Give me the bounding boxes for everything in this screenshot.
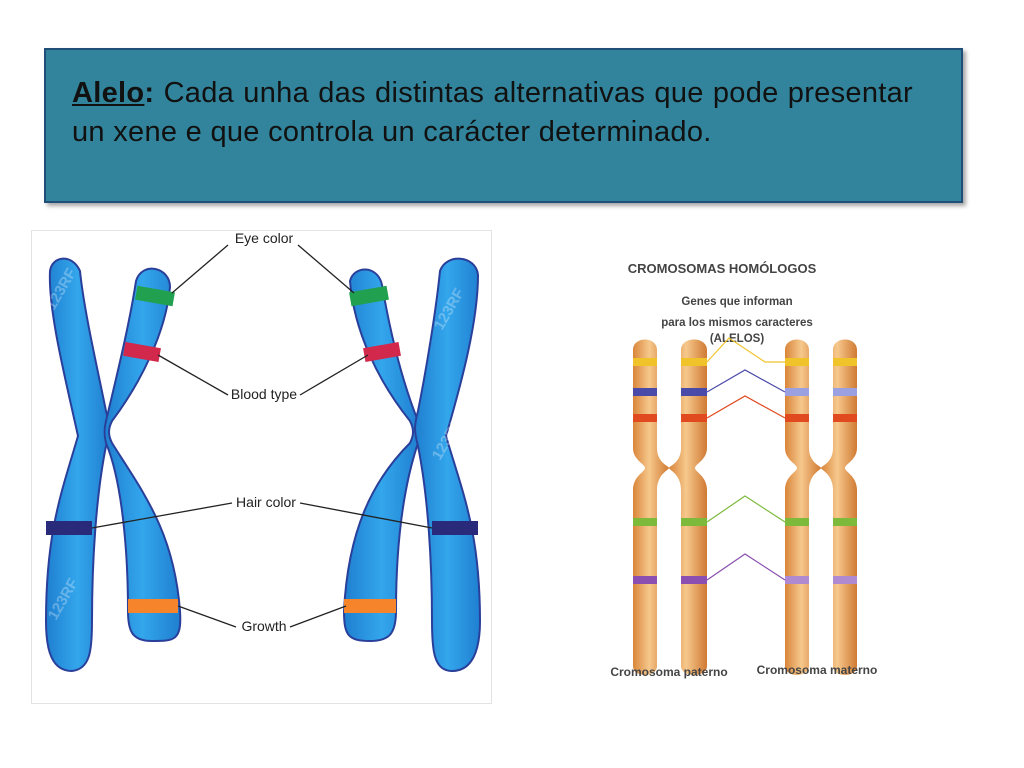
definition-body: Cada unha das distintas alternativas que…	[72, 77, 913, 148]
paternal-band-blue-2	[681, 388, 707, 396]
pointer-growth-right	[289, 605, 347, 628]
band-growth-left	[128, 599, 178, 613]
allele-connectors	[706, 337, 786, 581]
labeled-chromosome-svg: Eye color Blood type Hair color Growth 1…	[43, 230, 482, 673]
paternal-bands	[633, 358, 707, 584]
paternal-band-green-2	[681, 518, 707, 526]
label-hair-color: Hair color	[236, 494, 296, 510]
paternal-band-blue	[633, 388, 657, 396]
chromosome-right	[342, 257, 482, 673]
label-blood-type: Blood type	[231, 386, 297, 402]
definition-colon: :	[144, 77, 155, 109]
connector-red	[706, 395, 786, 419]
maternal-band-green-2	[833, 518, 857, 526]
paternal-band-purple	[633, 576, 657, 584]
pointer-blood-left	[157, 354, 229, 396]
maternal-band-blue-2	[833, 388, 857, 396]
pointer-lines	[91, 244, 433, 628]
band-blood-type-left	[123, 341, 161, 363]
right-subtitle-2: para los mismos caracteres	[661, 317, 813, 329]
definition-term: Alelo	[72, 77, 145, 109]
pointer-eye-right	[297, 244, 355, 294]
maternal-band-red-2	[833, 414, 857, 422]
right-subtitle-3: (ALELOS)	[710, 333, 764, 345]
homologous-chromosomes-diagram: CROMOSOMAS HOMÓLOGOS Genes que informan …	[597, 238, 887, 688]
pointer-hair-left	[91, 502, 233, 529]
maternal-chromosome	[785, 339, 857, 675]
band-hair-color-left	[46, 521, 92, 535]
chromatid-left-outer	[44, 257, 110, 673]
maternal-band-purple	[785, 576, 809, 584]
maternal-band-red	[785, 414, 809, 422]
paternal-chromatid-left	[633, 339, 669, 675]
paternal-band-red	[633, 414, 657, 422]
label-maternal: Cromosoma materno	[757, 663, 878, 677]
maternal-band-green	[785, 518, 809, 526]
homologous-chromosomes-svg: CROMOSOMAS HOMÓLOGOS Genes que informan …	[610, 261, 878, 679]
chromosome-left	[44, 257, 182, 673]
label-eye-color: Eye color	[235, 231, 294, 246]
right-subtitle-1: Genes que informan	[681, 296, 792, 308]
maternal-band-yellow-2	[833, 358, 857, 366]
definition-text: Alelo: Cada unha das distintas alternati…	[72, 74, 913, 152]
band-blood-type-right	[363, 341, 401, 363]
connector-green	[706, 495, 786, 523]
paternal-band-yellow	[633, 358, 657, 366]
labeled-chromosome-diagram: Eye color Blood type Hair color Growth 1…	[31, 230, 492, 704]
maternal-band-blue	[785, 388, 809, 396]
pointer-growth-left	[177, 605, 237, 628]
definition-box: Alelo: Cada unha das distintas alternati…	[44, 48, 963, 203]
paternal-chromatid-right	[669, 339, 707, 675]
connector-purple	[706, 553, 786, 581]
maternal-band-purple-2	[833, 576, 857, 584]
pointer-blood-right	[299, 354, 369, 396]
paternal-chromosome	[633, 339, 707, 675]
paternal-band-purple-2	[681, 576, 707, 584]
maternal-band-yellow	[785, 358, 809, 366]
connector-blue	[706, 369, 786, 393]
connector-yellow	[706, 337, 785, 363]
paternal-band-green	[633, 518, 657, 526]
pointer-hair-right	[299, 502, 433, 529]
chromatid-left-inner	[103, 267, 182, 643]
pointer-eye-left	[171, 244, 229, 294]
band-eye-color-left	[135, 285, 175, 307]
maternal-chromatid-left	[785, 339, 821, 675]
band-eye-color-right	[349, 285, 389, 307]
right-title: CROMOSOMAS HOMÓLOGOS	[628, 261, 817, 276]
paternal-band-yellow-2	[681, 358, 707, 366]
paternal-band-red-2	[681, 414, 707, 422]
chromatid-right-inner	[342, 268, 421, 643]
band-growth-right	[344, 599, 396, 613]
maternal-bands	[785, 358, 857, 584]
maternal-chromatid-right	[821, 339, 857, 675]
band-hair-color-right	[432, 521, 478, 535]
label-growth: Growth	[241, 618, 286, 634]
label-paternal: Cromosoma paterno	[610, 665, 727, 679]
chromatid-right-outer	[414, 257, 482, 673]
